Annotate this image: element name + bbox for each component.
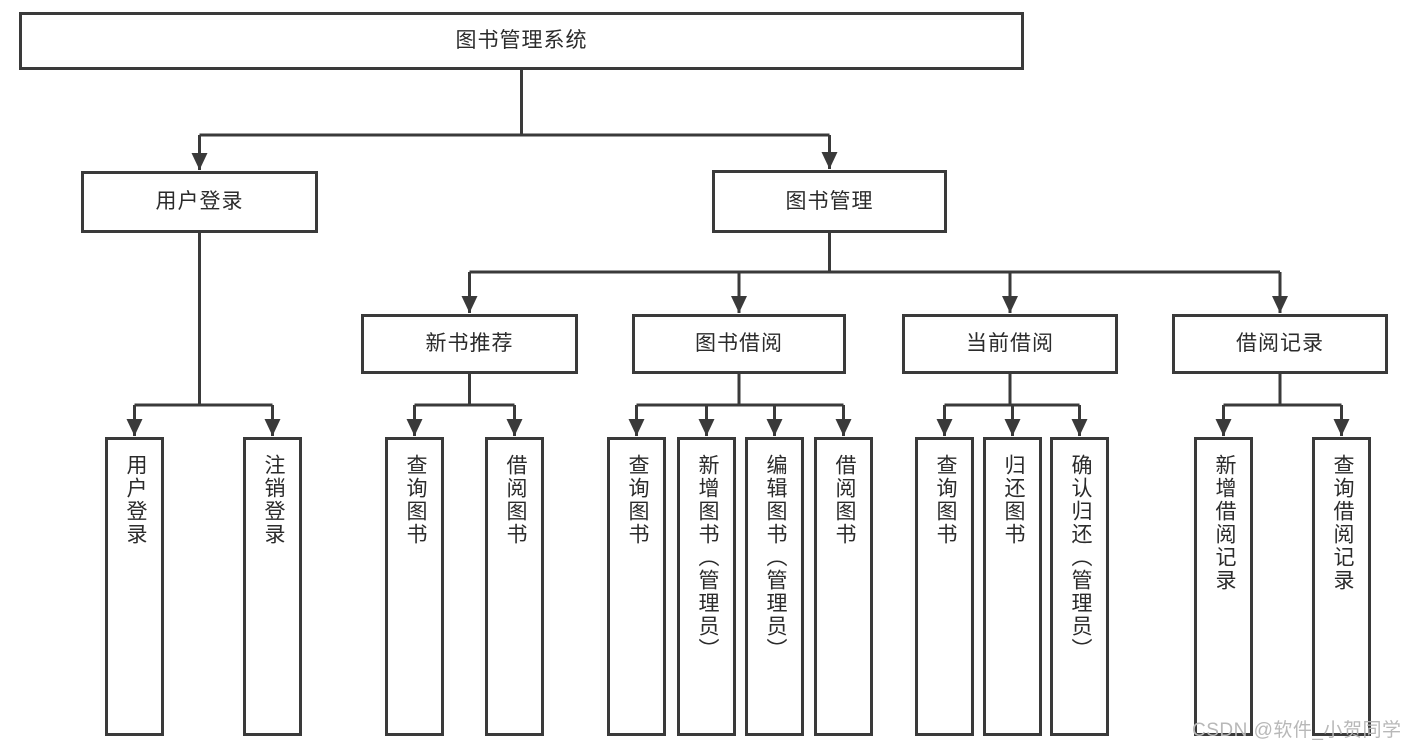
node-leaf[interactable]: 用户登录 — [105, 437, 164, 736]
node-leaf[interactable]: 查询图书 — [385, 437, 444, 736]
node-branch[interactable]: 当前借阅 — [902, 314, 1118, 374]
node-label: 借阅图书 — [503, 454, 527, 546]
node-branch[interactable]: 图书借阅 — [632, 314, 846, 374]
watermark: CSDN @软件_小贺同学 — [1192, 720, 1402, 741]
node-branch[interactable]: 用户登录 — [81, 171, 318, 233]
node-leaf[interactable]: 查询图书 — [607, 437, 666, 736]
node-branch[interactable]: 新书推荐 — [361, 314, 578, 374]
node-label: 查询借阅记录 — [1330, 454, 1354, 592]
node-label: 借阅图书 — [832, 454, 856, 546]
node-label: 编辑图书（管理员） — [763, 454, 787, 661]
node-label: 注销登录 — [261, 454, 285, 546]
node-label: 图书管理 — [785, 189, 874, 213]
node-leaf[interactable]: 新增图书（管理员） — [677, 437, 736, 736]
node-label: 查询图书 — [933, 454, 957, 546]
node-leaf[interactable]: 新增借阅记录 — [1194, 437, 1253, 736]
node-leaf[interactable]: 确认归还（管理员） — [1050, 437, 1109, 736]
node-label: 确认归还（管理员） — [1068, 454, 1092, 661]
node-label: 查询图书 — [403, 454, 427, 546]
node-leaf[interactable]: 借阅图书 — [485, 437, 544, 736]
node-label: 归还图书 — [1001, 454, 1025, 546]
node-label: 图书管理系统 — [455, 29, 588, 53]
node-label: 用户登录 — [123, 454, 147, 546]
node-leaf[interactable]: 归还图书 — [983, 437, 1042, 736]
node-branch[interactable]: 借阅记录 — [1172, 314, 1388, 374]
node-label: 用户登录 — [155, 190, 244, 214]
node-label: 借阅记录 — [1236, 332, 1324, 356]
node-label: 新书推荐 — [425, 332, 514, 356]
node-leaf[interactable]: 注销登录 — [243, 437, 302, 736]
node-leaf[interactable]: 查询图书 — [915, 437, 974, 736]
node-leaf[interactable]: 借阅图书 — [814, 437, 873, 736]
node-label: 当前借阅 — [966, 332, 1054, 356]
node-root[interactable]: 图书管理系统 — [19, 12, 1024, 70]
node-leaf[interactable]: 查询借阅记录 — [1312, 437, 1371, 736]
node-label: 查询图书 — [625, 454, 649, 546]
node-label: 新增图书（管理员） — [695, 454, 719, 661]
node-label: 图书借阅 — [695, 332, 783, 356]
node-branch[interactable]: 图书管理 — [712, 170, 947, 233]
node-leaf[interactable]: 编辑图书（管理员） — [745, 437, 804, 736]
node-label: 新增借阅记录 — [1212, 454, 1236, 592]
